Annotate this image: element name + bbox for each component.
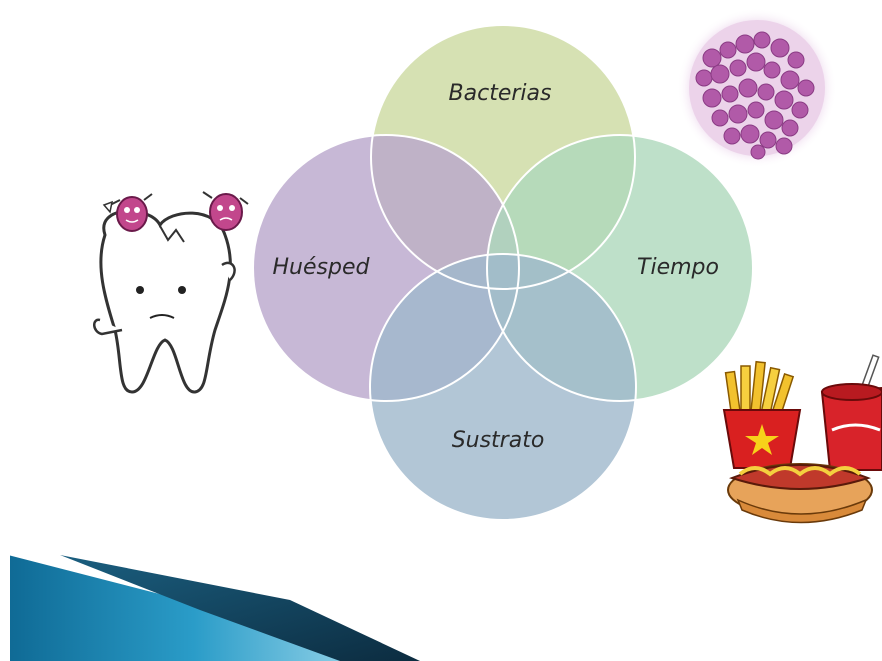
bacteria-micrograph-icon [677,8,837,168]
label-tiempo: Tiempo [637,255,719,280]
label-bacterias: Bacterias [449,81,552,106]
hot-dog-icon [728,464,872,523]
circle-sustrato [370,254,636,520]
fast-food-icon [724,355,882,522]
soda-cup-icon [822,355,882,470]
sad-tooth-icon [94,192,248,392]
label-sustrato: Sustrato [452,428,545,453]
label-huesped: Huésped [273,255,371,280]
decorative-banner [0,555,420,661]
fries-icon [724,362,800,468]
